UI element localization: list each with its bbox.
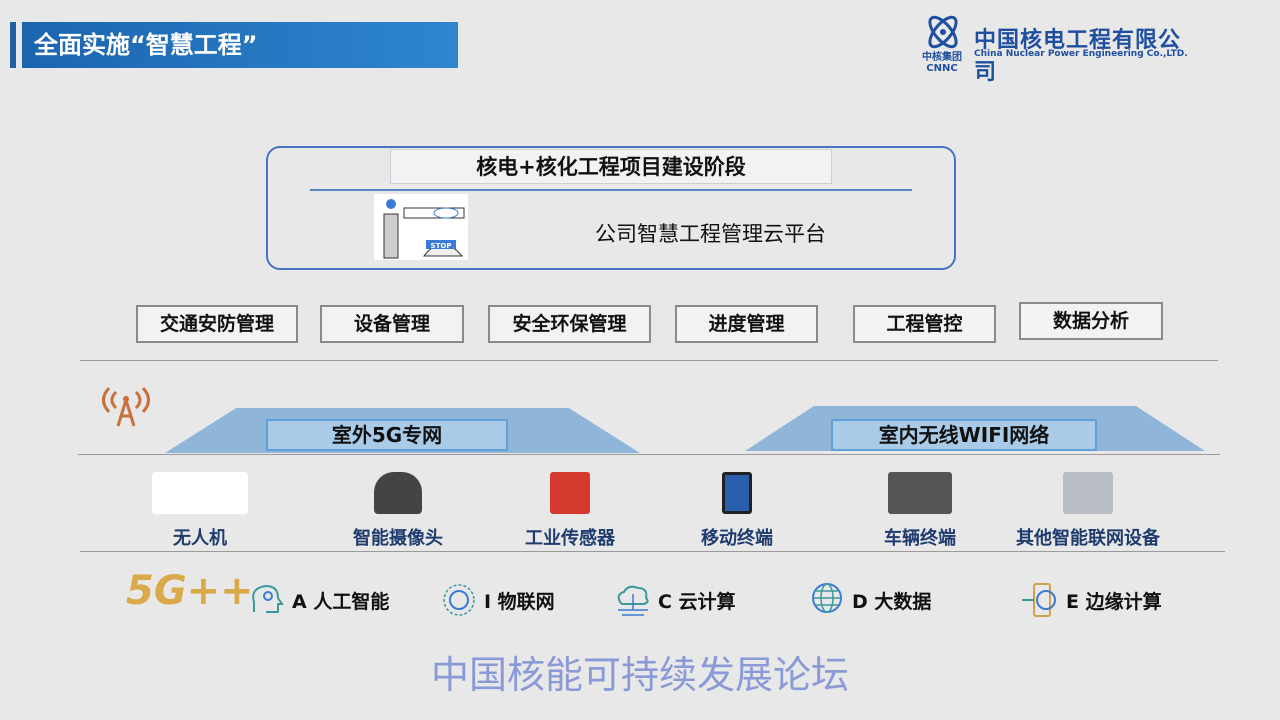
device-mobile: 移动终端 (652, 472, 822, 550)
ai-head-icon (252, 584, 284, 613)
page-title: 全面实施“智慧工程” (22, 22, 458, 68)
device-sensor: 工业传感器 (485, 472, 655, 550)
module-safety-environment: 安全环保管理 (488, 305, 651, 343)
divider (310, 189, 912, 191)
phone-image (722, 472, 752, 514)
device-drone: 无人机 (115, 472, 285, 550)
barrier-gate-icon: STOP (374, 194, 468, 260)
module-equipment: 设备管理 (320, 305, 464, 343)
module-engineering-control: 工程管控 (853, 305, 996, 343)
stage-title: 核电+核化工程项目建设阶段 (390, 149, 832, 184)
drone-image (152, 472, 248, 514)
module-data-analysis: 数据分析 (1019, 302, 1163, 340)
outdoor-5g-network-label: 室外5G专网 (266, 419, 508, 451)
device-other-iot: 其他智能联网设备 (998, 472, 1178, 550)
iot-globe-icon (443, 584, 475, 616)
tech-label: I 物联网 (484, 590, 555, 613)
device-vehicle: 车辆终端 (835, 472, 1005, 550)
device-label: 移动终端 (701, 528, 773, 549)
sensor-image (550, 472, 590, 514)
module-traffic-security: 交通安防管理 (136, 305, 298, 343)
atom-logo-icon (928, 15, 958, 49)
watermark: 中国核能可持续发展论坛 (430, 653, 849, 697)
device-label: 工业传感器 (525, 528, 615, 549)
company-name-cn: 中国核电工程有限公司 (974, 28, 1182, 85)
tech-label: A 人工智能 (292, 590, 390, 613)
device-label: 其他智能联网设备 (1016, 528, 1160, 549)
divider (80, 360, 1218, 361)
tech-label: E 边缘计算 (1066, 590, 1162, 613)
meter-image (1063, 472, 1113, 514)
platform-box (266, 146, 956, 270)
tech-edge: E 边缘计算 (1020, 582, 1162, 618)
divider (78, 454, 1220, 455)
indoor-wifi-network-label: 室内无线WIFI网络 (831, 419, 1097, 451)
antenna-signal-icon (102, 386, 150, 427)
vehicle-image (888, 472, 952, 514)
tech-ai: A 人工智能 (246, 582, 389, 618)
device-label: 无人机 (173, 528, 227, 549)
title-accent-strip (10, 22, 16, 68)
group-name-cn: 中核集团 (922, 52, 962, 63)
company-name-en: China Nuclear Power Engineering Co.,LTD. (974, 49, 1188, 59)
camera-image (374, 472, 422, 514)
tech-iot: I 物联网 (438, 582, 555, 618)
gate-sign: STOP (431, 242, 452, 250)
device-camera: 智能摄像头 (313, 472, 483, 550)
device-label: 车辆终端 (884, 528, 956, 549)
tech-cloud: C 云计算 (612, 582, 736, 618)
tech-label: D 大数据 (852, 590, 932, 613)
module-progress: 进度管理 (675, 305, 818, 343)
big-data-globe-icon (812, 583, 842, 613)
5g-plus-logo: 5G++ (126, 568, 254, 614)
cloud-computing-icon (617, 585, 649, 616)
tech-bigdata: D 大数据 (806, 582, 931, 618)
divider (80, 551, 1225, 552)
tech-label: C 云计算 (658, 590, 736, 613)
device-label: 智能摄像头 (353, 528, 443, 549)
group-name-en: CNNC (926, 63, 958, 74)
platform-name: 公司智慧工程管理云平台 (595, 222, 826, 246)
edge-computing-icon (1022, 583, 1056, 617)
